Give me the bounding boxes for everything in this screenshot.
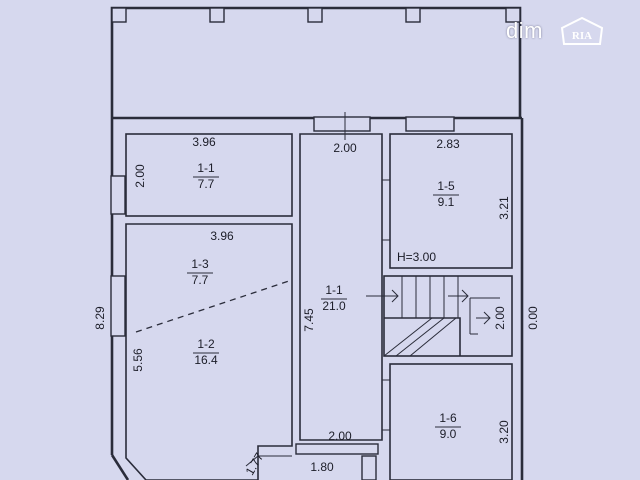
entrance-door — [361, 455, 377, 480]
room-1-6 — [382, 363, 513, 480]
room-label-1-2-id: 1-2 — [197, 337, 215, 351]
watermark: dim RIA — [498, 14, 608, 52]
room-label-1-4-id: 1-1 — [197, 161, 215, 175]
room-label-1-1-id: 1-1 — [325, 283, 343, 297]
window-room-1-3 — [110, 275, 126, 337]
svg-text:RIA: RIA — [572, 30, 592, 42]
room-label-1-4-area: 7.7 — [198, 177, 215, 191]
dim-left-total: 8.29 — [93, 306, 107, 330]
room-label-1-6-id: 1-6 — [439, 411, 457, 425]
dim-1-4-height: 2.00 — [133, 164, 147, 188]
terrace-post — [505, 7, 521, 23]
room-label-1-5-id: 1-5 — [437, 179, 455, 193]
room-label-1-6-area: 9.0 — [440, 427, 457, 441]
watermark-text: dim — [506, 18, 543, 43]
room-label-1-1-area: 21.0 — [322, 299, 346, 313]
terrace-post — [307, 7, 323, 23]
entrance-step — [295, 443, 379, 455]
dim-right-outer: 0.00 — [526, 306, 540, 330]
staircase — [366, 275, 513, 357]
terrace-outline — [110, 6, 522, 118]
dim-1-5-width: 2.83 — [436, 137, 460, 151]
room-1-1 — [295, 133, 383, 480]
dim-corridor-bottom: 2.00 — [328, 429, 352, 443]
room-1-4 — [125, 133, 293, 217]
window-room-1-4 — [110, 175, 126, 215]
dim-1-6-height: 3.20 — [497, 420, 511, 444]
terrace-post — [111, 7, 127, 23]
dim-corridor-height: 7.45 — [302, 308, 316, 332]
room-label-1-3-area: 7.7 — [192, 273, 209, 287]
room-label-1-3-id: 1-3 — [191, 257, 209, 271]
window-top-corridor — [313, 116, 371, 132]
dim-bay-width: 1.77 — [243, 450, 267, 478]
room-label-1-2-area: 16.4 — [194, 353, 218, 367]
terrace-post — [209, 7, 225, 23]
window-top-room-1-5 — [405, 116, 455, 132]
room-label-1-5-area: 9.1 — [438, 195, 455, 209]
dim-entrance-width: 1.80 — [310, 460, 334, 474]
partition-dashed — [135, 279, 293, 333]
dim-stair-width: 2.00 — [493, 306, 507, 330]
dim-1-5-height: 3.21 — [497, 196, 511, 220]
dim-corridor-top: 2.00 — [333, 141, 357, 155]
room-1-2-1-3 — [125, 223, 293, 480]
terrace-post — [405, 7, 421, 23]
outer-wall — [110, 116, 524, 480]
stair-height-label: H=3.00 — [397, 250, 436, 264]
ria-logo-icon: RIA — [560, 16, 604, 45]
dim-1-3-width: 3.96 — [210, 229, 234, 243]
dim-1-2-height: 5.56 — [131, 348, 145, 372]
dim-1-4-width: 3.96 — [192, 135, 216, 149]
room-1-5 — [382, 133, 513, 269]
